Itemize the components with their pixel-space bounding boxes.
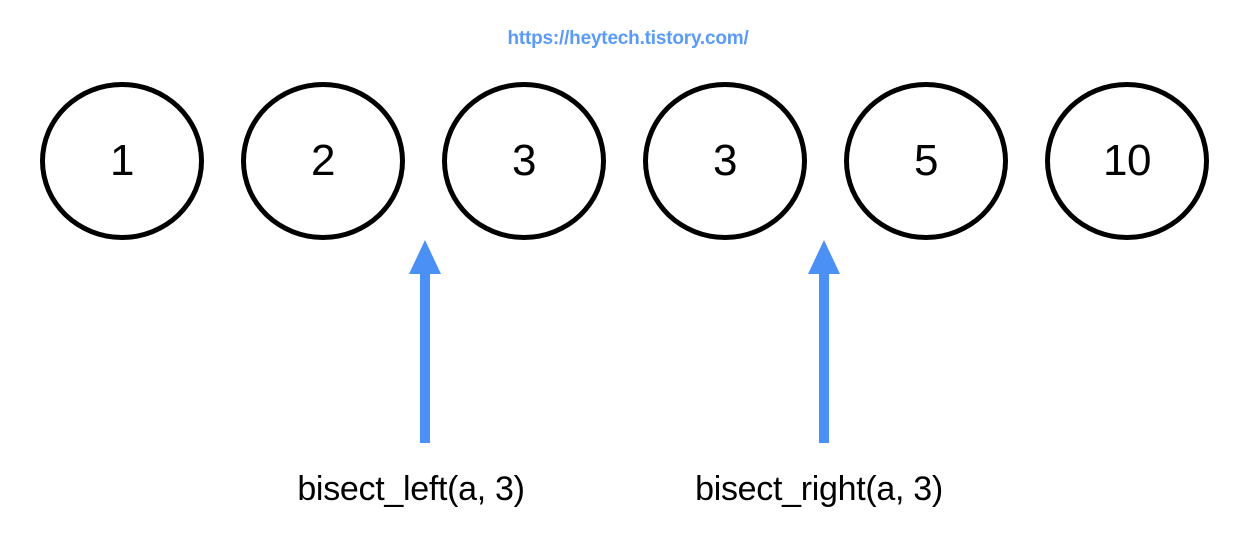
array-node: 3 bbox=[442, 82, 606, 240]
array-node: 1 bbox=[40, 82, 204, 240]
array-node: 10 bbox=[1045, 82, 1209, 240]
arrow-up-icon bbox=[804, 240, 844, 445]
array-node: 5 bbox=[844, 82, 1008, 240]
array-node-value: 3 bbox=[512, 136, 536, 185]
array-node-value: 10 bbox=[1103, 136, 1151, 185]
array-node-value: 1 bbox=[110, 136, 134, 185]
array-node: 2 bbox=[241, 82, 405, 240]
array-node-value: 2 bbox=[311, 136, 335, 185]
array-node: 3 bbox=[643, 82, 807, 240]
bisect-right-label: bisect_right(a, 3) bbox=[695, 470, 943, 508]
array-node-value: 3 bbox=[713, 136, 737, 185]
bisect-left-label: bisect_left(a, 3) bbox=[297, 470, 525, 508]
array-node-row: 1 2 3 3 5 10 bbox=[40, 82, 1209, 240]
array-node-value: 5 bbox=[914, 136, 938, 185]
watermark-url: https://heytech.tistory.com/ bbox=[507, 28, 749, 49]
arrow-up-icon bbox=[405, 240, 445, 445]
